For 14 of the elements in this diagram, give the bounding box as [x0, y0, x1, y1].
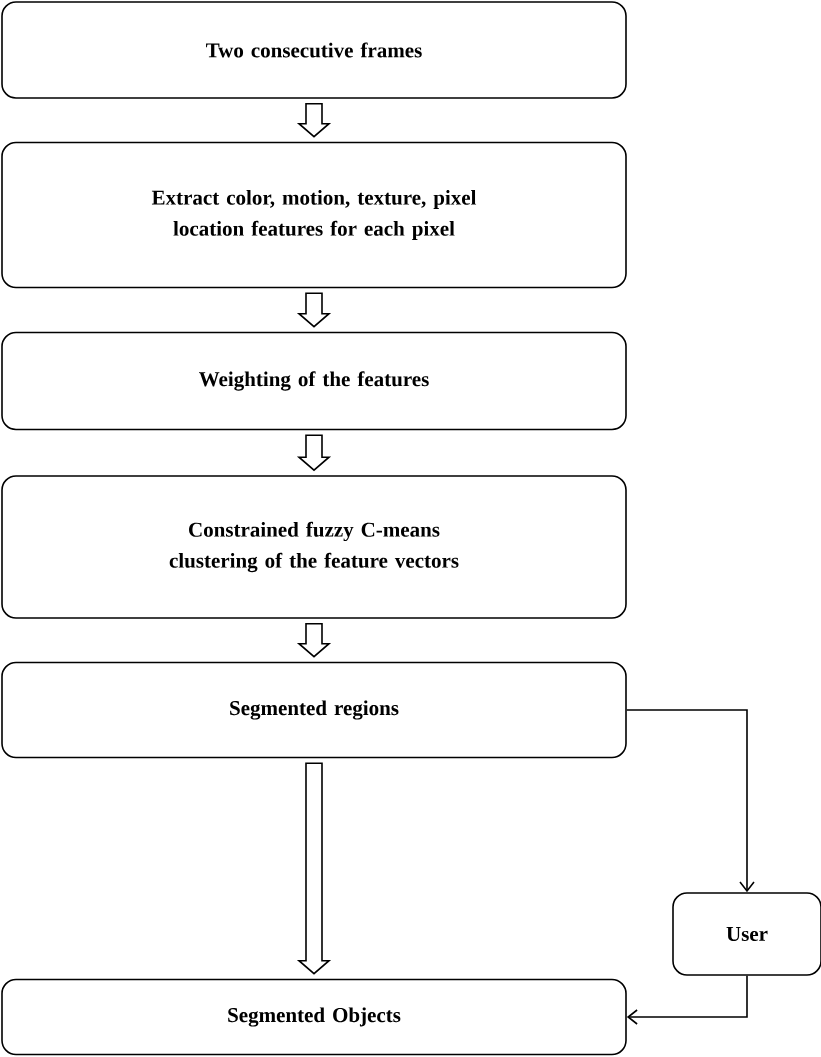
process-box: Extract color, motion, texture, pixel location features for each pixel: [1, 141, 627, 289]
process-box: Segmented Objects: [1, 978, 627, 1056]
process-box: Segmented regions: [1, 661, 627, 759]
block-arrow: [296, 762, 332, 975]
block-arrow: [296, 103, 332, 138]
block-arrow: [296, 434, 332, 472]
process-box: Weighting of the features: [1, 331, 627, 431]
block-arrow: [296, 623, 332, 658]
arrow: [626, 975, 748, 1025]
arrow: [626, 709, 755, 893]
process-box: Two consecutive frames: [1, 1, 627, 99]
user-box: User: [672, 892, 821, 976]
process-box: Constrained fuzzy C-means clustering of the feature vectors: [1, 475, 627, 619]
block-arrow: [296, 292, 332, 328]
